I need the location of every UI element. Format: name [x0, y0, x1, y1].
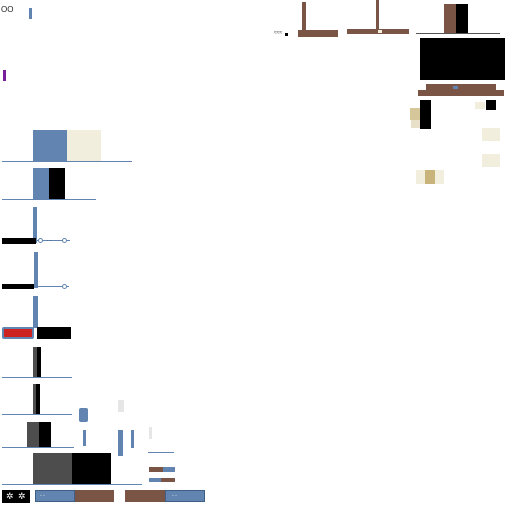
wall-horizontal-1: [298, 30, 338, 37]
row8-grey: [27, 422, 39, 448]
row3-handle-right[interactable]: [62, 238, 67, 243]
stand-indicator: [453, 86, 458, 89]
row4-post: [34, 252, 38, 288]
row8-divider: [2, 447, 74, 448]
row3-track: [36, 240, 70, 241]
toolbar-button-3[interactable]: [125, 490, 165, 502]
floor-line-3: [416, 33, 500, 34]
dimension-label-1: ≈≈≈: [274, 30, 283, 36]
stand-top: [426, 84, 496, 90]
gear-glyph-1: ✲: [6, 491, 14, 501]
row9-divider: [2, 484, 142, 485]
toolbar-button-1[interactable]: [35, 490, 75, 502]
row6-grey: [33, 347, 37, 377]
row2-blue[interactable]: [33, 168, 49, 200]
row7-black: [36, 384, 40, 414]
cabinet-light: [410, 108, 420, 120]
row3-bar[interactable]: [2, 238, 36, 244]
float-mark-4: [118, 430, 123, 456]
row1-cream[interactable]: [67, 130, 101, 162]
row9-black[interactable]: [72, 453, 111, 485]
small-block: [486, 100, 496, 110]
legend-swatch-2: [163, 467, 175, 472]
wall-vertical-2: [376, 0, 379, 32]
cabinet-dark: [420, 100, 431, 129]
float-mark-5: [131, 430, 134, 448]
toolbar-button-2[interactable]: [75, 490, 114, 502]
door-marker-2: [378, 30, 382, 33]
row6-divider: [2, 377, 72, 378]
float-mark-6: [149, 427, 152, 439]
row3-handle-left[interactable]: [38, 238, 43, 243]
stand-base: [418, 90, 504, 96]
toolbar-button-1-label: ◦ ◦: [40, 493, 45, 499]
row2-divider: [2, 199, 96, 200]
row4-handle[interactable]: [62, 284, 67, 289]
row5-post: [33, 296, 38, 328]
row6-black: [37, 347, 41, 377]
door-marker-1: [285, 33, 288, 36]
gear-glyph-2: ✲: [18, 491, 26, 501]
legend-swatch-4: [161, 478, 175, 482]
float-mark-1: [79, 408, 88, 422]
float-mark-3: [83, 430, 86, 446]
float-mark-2: [118, 400, 124, 412]
cabinet-base: [411, 120, 420, 128]
legend-swatch-3: [149, 478, 161, 482]
row7-divider: [2, 414, 72, 415]
gear-icon[interactable]: [2, 490, 30, 503]
row3-post: [33, 207, 37, 243]
small-tile-2: [482, 128, 500, 141]
small-tile-4-inner: [425, 170, 435, 184]
legend-swatch-1: [149, 467, 163, 472]
row9-grey[interactable]: [33, 453, 72, 485]
row5-red-bar[interactable]: [2, 327, 34, 339]
float-divider: [148, 452, 174, 453]
row3-label: · ·: [47, 238, 52, 244]
screen-panel[interactable]: [420, 38, 505, 80]
toolbar-button-4-label: ◦ ◦: [172, 493, 177, 499]
wall-panel-3: [444, 4, 456, 34]
purple-marker: [3, 70, 6, 81]
row4-bar[interactable]: [2, 284, 34, 289]
row7-grey: [33, 384, 36, 414]
toolbar-button-4[interactable]: [165, 490, 205, 502]
row4-track: [37, 286, 69, 287]
row1-blue[interactable]: [33, 130, 67, 162]
row5-black[interactable]: [37, 327, 71, 339]
row2-black[interactable]: [49, 168, 65, 200]
wall-vertical-1: [302, 2, 306, 36]
row8-black: [39, 422, 51, 448]
row1-divider: [2, 161, 132, 162]
small-tile-3: [482, 154, 500, 167]
glasses-icon: OO: [1, 5, 14, 14]
wall-panel-3-dark: [456, 4, 468, 34]
cursor-caret: [29, 8, 32, 19]
small-tile-1: [475, 102, 485, 109]
